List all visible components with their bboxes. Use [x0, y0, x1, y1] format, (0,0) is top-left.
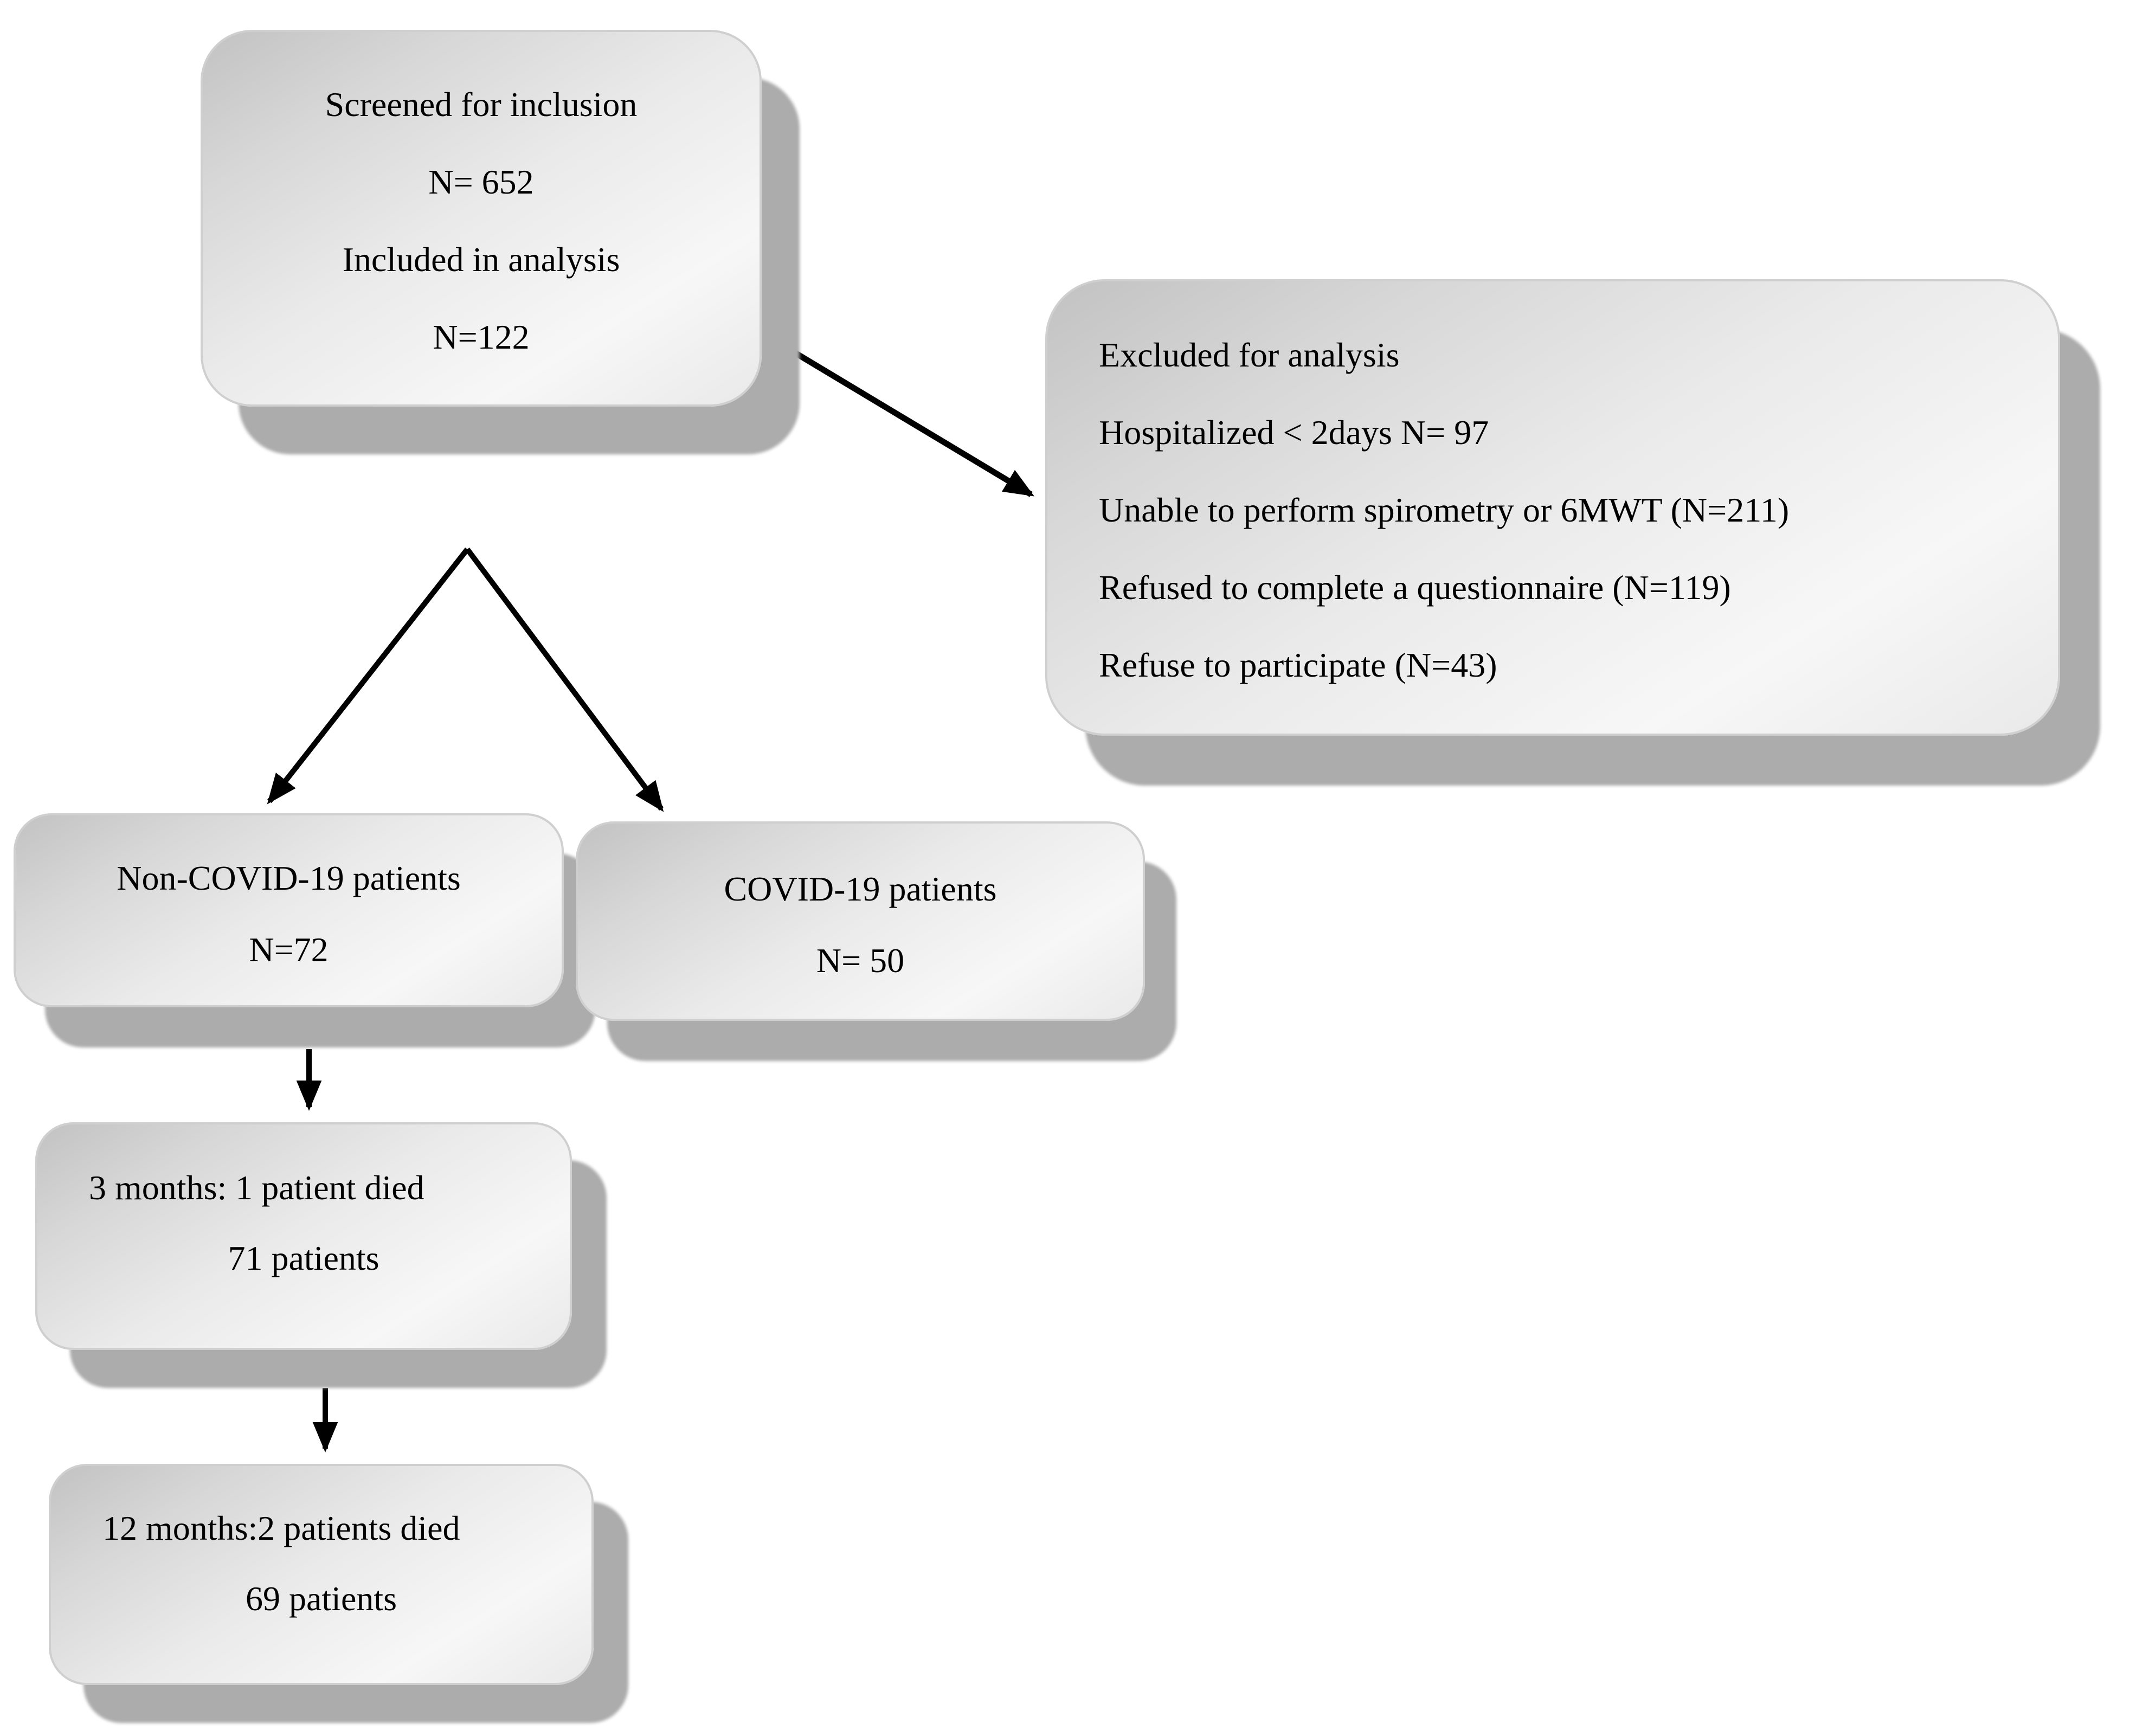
included-count: N=122	[433, 318, 530, 356]
flow-box-excluded: Excluded for analysis Hospitalized < 2da…	[1045, 279, 2060, 736]
screened-title: Screened for inclusion	[325, 85, 638, 124]
excluded-reason-questionnaire: Refused to complete a questionnaire (N=1…	[1099, 568, 1731, 607]
arrow-to-excluded	[791, 349, 1035, 497]
flow-box-12-months: 12 months:2 patients died 69 patients	[49, 1464, 594, 1685]
screened-count: N= 652	[428, 163, 534, 201]
included-title: Included in analysis	[342, 240, 620, 279]
arrow-to-covid	[465, 548, 664, 812]
flow-box-covid: COVID-19 patients N= 50	[576, 821, 1145, 1021]
twelve-months-title: 12 months:2 patients died	[102, 1509, 460, 1547]
non-covid-title: Non-COVID-19 patients	[117, 859, 461, 897]
excluded-reason-participate: Refuse to participate (N=43)	[1099, 646, 1497, 684]
three-months-count: 71 patients	[228, 1239, 379, 1277]
arrow-to-non-covid	[267, 547, 469, 805]
excluded-reason-hospitalized: Hospitalized < 2days N= 97	[1099, 413, 1489, 452]
non-covid-count: N=72	[249, 930, 329, 969]
flow-box-3-months: 3 months: 1 patient died 71 patients	[35, 1122, 572, 1350]
flow-box-non-covid: Non-COVID-19 patients N=72	[14, 813, 564, 1007]
twelve-months-count: 69 patients	[245, 1579, 397, 1618]
excluded-title: Excluded for analysis	[1099, 336, 1400, 374]
covid-count: N= 50	[816, 941, 905, 980]
three-months-title: 3 months: 1 patient died	[89, 1168, 424, 1207]
covid-title: COVID-19 patients	[724, 870, 997, 908]
excluded-reason-spirometry: Unable to perform spirometry or 6MWT (N=…	[1099, 491, 1790, 529]
flow-box-screened: Screened for inclusion N= 652 Included i…	[201, 30, 762, 407]
